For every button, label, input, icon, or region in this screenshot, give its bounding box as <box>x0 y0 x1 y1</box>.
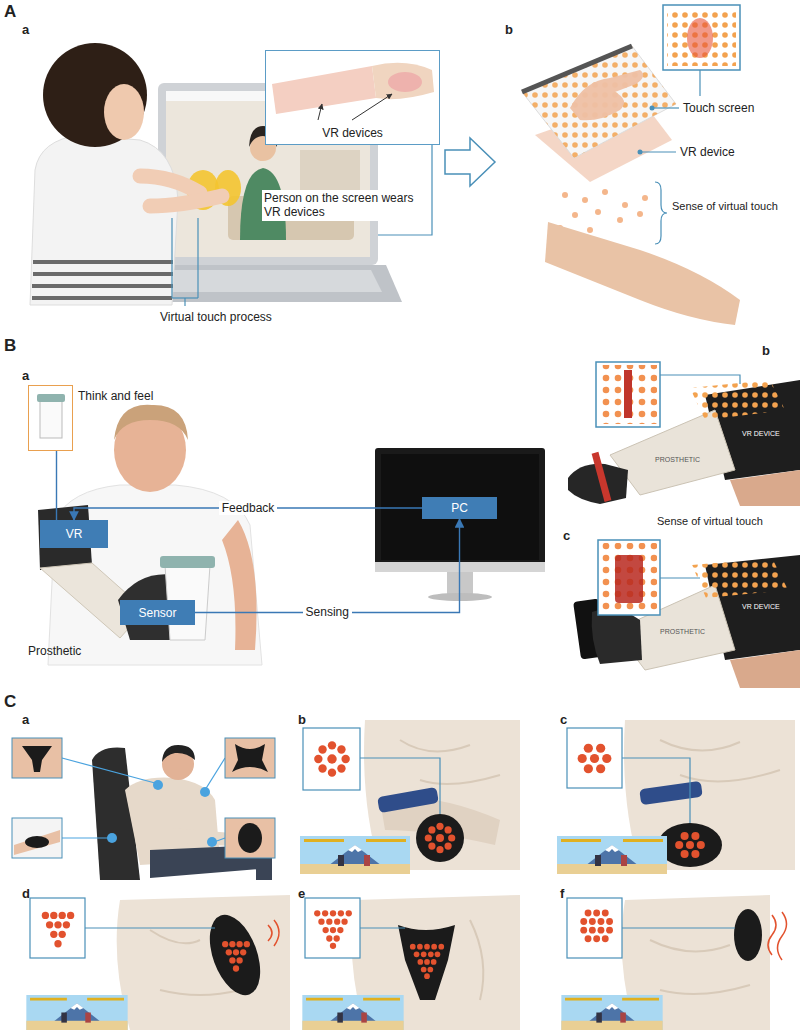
part-label: Sense of virtual touch <box>672 200 778 213</box>
part-label: Touch screen <box>683 101 754 115</box>
subpanel-letter: a <box>22 712 29 728</box>
connector <box>195 519 460 613</box>
subpanel-letter: b <box>762 343 770 359</box>
panel-letter: C <box>4 692 16 712</box>
subpanel-letter: f <box>560 886 564 902</box>
callout-box: VR devices <box>265 50 440 145</box>
node-text: VR devices <box>266 126 439 140</box>
subpanel-letter: b <box>298 712 306 728</box>
part-label: Prosthetic <box>28 644 81 658</box>
vr-box: VR <box>40 520 108 548</box>
node-text: Think and feel <box>78 389 153 403</box>
device-print: PROSTHETIC <box>660 628 705 636</box>
device-print: VR DEVICE <box>742 603 780 611</box>
device-print: PROSTHETIC <box>655 456 700 464</box>
subpanel-letter: b <box>505 22 513 38</box>
subpanel-letter: d <box>22 886 30 902</box>
node-text: Sensor <box>138 606 176 620</box>
node-text: VR <box>66 527 83 541</box>
device-print: VR DEVICE <box>742 430 780 438</box>
subpanel-letter: a <box>22 22 29 38</box>
part-label: Sense of virtual touch <box>657 515 763 528</box>
connector-label: Feedback <box>219 501 278 515</box>
node-text: PC <box>451 501 468 515</box>
pc-box: PC <box>422 497 497 519</box>
callout-text: Person on the screen wears VR devices <box>262 190 428 221</box>
subpanel-letter: c <box>560 712 567 728</box>
subpanel-letter: e <box>298 886 305 902</box>
panel-letter: B <box>4 336 16 356</box>
callout-text: Virtual touch process <box>160 310 272 324</box>
sensor-box: Sensor <box>120 600 195 625</box>
part-label: VR device <box>680 145 735 159</box>
subpanel-letter: a <box>22 368 29 384</box>
panel-letter: A <box>4 2 16 22</box>
thought-box: Think and feel <box>28 385 73 451</box>
subpanel-letter: c <box>563 528 570 544</box>
connector <box>56 451 57 520</box>
connector-label: Sensing <box>303 605 352 619</box>
